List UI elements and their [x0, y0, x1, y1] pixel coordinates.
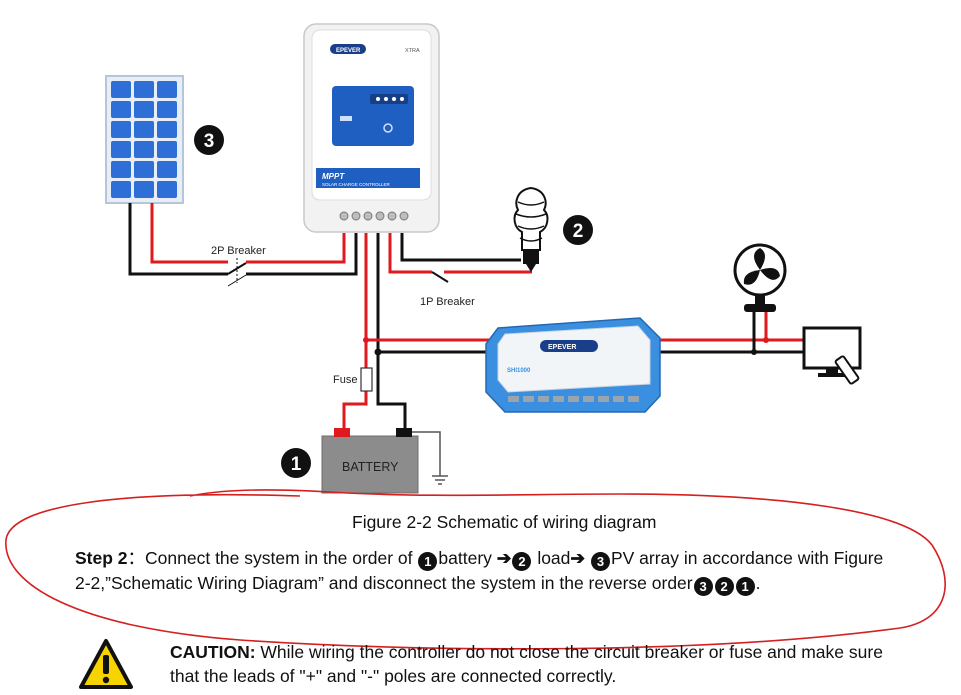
controller-brand: EPEVER	[336, 48, 361, 54]
inverter-fin	[613, 396, 624, 402]
battery-icon: BATTERY	[321, 428, 419, 494]
inverter-fin	[568, 396, 579, 402]
solar-cell	[134, 101, 154, 118]
controller-terminal	[363, 211, 373, 221]
fuse	[360, 367, 373, 392]
step-item2: load	[532, 548, 571, 568]
step-rev-3: 3	[693, 577, 713, 596]
inverter-brand: EPEVER	[548, 344, 576, 351]
step-prefix: Step 2	[75, 548, 128, 568]
solar-cell	[157, 121, 177, 138]
inverter-fin	[538, 396, 549, 402]
step-item1: battery	[438, 548, 497, 568]
solar-cell	[134, 141, 154, 158]
marker-1: 1	[281, 448, 311, 478]
step-arrow-2: ➔	[570, 548, 590, 568]
controller-model: XTRA	[405, 48, 420, 54]
breaker-2p-label: 2P Breaker	[211, 245, 266, 257]
controller-terminal	[375, 211, 385, 221]
solar-cell	[157, 181, 177, 198]
solar-cell	[157, 101, 177, 118]
solar-cell	[134, 81, 154, 98]
controller-subtitle: SOLAR CHARGE CONTROLLER	[322, 182, 391, 187]
inverter-fin	[523, 396, 534, 402]
caution-label: CAUTION:	[170, 642, 256, 662]
ground-icon	[432, 475, 448, 485]
inverter-fin	[628, 396, 639, 402]
svg-text:3: 3	[204, 131, 215, 152]
solar-cell	[134, 161, 154, 178]
step-num-1: 1	[418, 552, 438, 571]
solar-cell	[111, 81, 131, 98]
caution-text: While wiring the controller do not close…	[170, 642, 883, 686]
marker-3: 3	[194, 125, 224, 155]
controller-terminal	[339, 211, 349, 221]
solar-cell	[111, 141, 131, 158]
solar-cell	[111, 101, 131, 118]
tv-icon	[802, 326, 862, 385]
solar-cell	[157, 141, 177, 158]
step-item3: PV array in accordance with Figure 2-2,”…	[75, 548, 884, 593]
inverter-fin	[583, 396, 594, 402]
inverter-fin	[598, 396, 609, 402]
breaker-1p-label: 1P Breaker	[420, 296, 475, 308]
step-arrow-1: ➔	[496, 548, 512, 568]
step-rev-1: 1	[735, 577, 755, 596]
step-colon: ：	[127, 548, 146, 568]
figure-caption: Figure 2-2 Schematic of wiring diagram	[352, 512, 657, 532]
svg-text:2: 2	[573, 221, 584, 242]
solar-cell	[111, 121, 131, 138]
svg-text:1: 1	[291, 454, 302, 475]
step-text1: Connect the system in the order of	[145, 548, 418, 568]
inverter-icon: EPEVER SHI1000	[485, 317, 661, 413]
controller-terminal	[387, 211, 397, 221]
annotation-ellipse	[5, 489, 946, 650]
controller-terminal	[399, 211, 409, 221]
fuse-label: Fuse	[333, 374, 357, 386]
step-num-3: 3	[590, 552, 610, 571]
inverter-fin	[553, 396, 564, 402]
step-instruction: Step 2：Connect the system in the order o…	[75, 546, 895, 596]
marker-2: 2	[563, 215, 593, 245]
inverter-fin	[508, 396, 519, 402]
solar-cell	[157, 161, 177, 178]
step-end: .	[755, 573, 761, 593]
step-rev-2: 2	[714, 577, 734, 596]
solar-cell	[111, 161, 131, 178]
solar-cell	[157, 81, 177, 98]
breaker-2p	[227, 258, 247, 287]
bulb-icon	[513, 186, 549, 272]
battery-label: BATTERY	[342, 460, 399, 474]
inverter-model: SHI1000	[507, 368, 531, 374]
charge-controller-icon: EPEVER XTRA MPPT SOLAR CHARGE CONTROLLER	[303, 23, 440, 233]
controller-terminal	[351, 211, 361, 221]
caution-note: CAUTION: While wiring the controller do …	[170, 640, 890, 688]
solar-cell	[111, 181, 131, 198]
solar-cell	[134, 121, 154, 138]
solar-cell	[134, 181, 154, 198]
fan-icon	[733, 243, 787, 312]
solar-panel-icon	[105, 75, 184, 204]
step-num-2: 2	[512, 552, 532, 571]
breaker-1p	[431, 271, 449, 283]
wires	[128, 203, 804, 476]
controller-mppt: MPPT	[322, 172, 345, 181]
warning-icon	[79, 639, 133, 689]
